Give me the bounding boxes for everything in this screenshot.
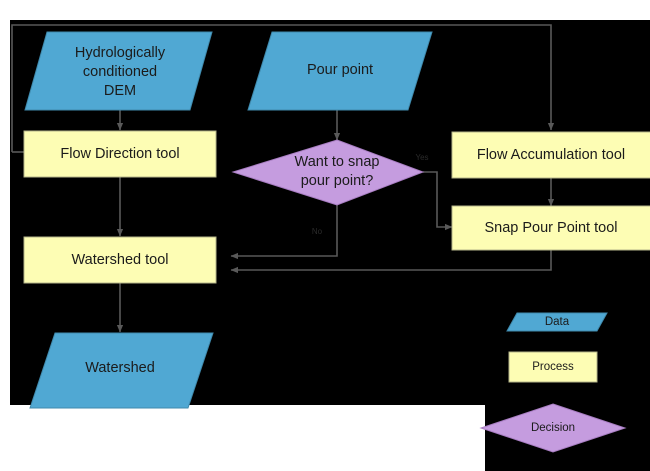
- legend-decision-shape: [479, 403, 627, 453]
- node-flow-accumulation-shape[interactable]: [451, 131, 650, 179]
- node-dem-label: Hydrologically conditioned DEM: [74, 44, 166, 99]
- node-flow-accumulation-label: Flow Accumulation tool: [476, 146, 626, 163]
- edge-label-yes: Yes: [415, 152, 429, 162]
- edge-dem-rail: [11, 24, 555, 152]
- node-decision-label: Want to snap pour point?: [294, 154, 380, 189]
- legend-process-label: Process: [532, 361, 574, 373]
- edge-decision-yes-to-snap: [423, 171, 453, 231]
- edge-label-no: No: [311, 226, 323, 236]
- node-flow-direction-shape[interactable]: [23, 130, 217, 178]
- node-pour-point-shape[interactable]: [247, 31, 433, 111]
- node-watershed-label: Watershed: [85, 359, 155, 376]
- legend-data-shape: [506, 312, 608, 332]
- node-decision-shape[interactable]: [231, 139, 425, 206]
- legend-process-shape: [508, 351, 598, 383]
- node-pour-point-label: Pour point: [306, 61, 374, 78]
- node-dem-shape[interactable]: [24, 31, 213, 111]
- legend-decision-label: Decision: [530, 422, 576, 434]
- node-snap-pour-point-shape[interactable]: [451, 205, 650, 251]
- node-watershed-shape[interactable]: [29, 332, 214, 409]
- edge-snap-to-watershed-tool: [230, 250, 552, 274]
- node-watershed-tool-label: Watershed tool: [71, 251, 169, 268]
- edge-decision-no-to-watershed-tool: [230, 205, 338, 260]
- node-flow-direction-label: Flow Direction tool: [60, 145, 180, 162]
- node-watershed-tool-shape[interactable]: [23, 236, 217, 284]
- node-snap-pour-point-label: Snap Pour Point tool: [484, 219, 618, 236]
- legend-data-label: Data: [544, 316, 570, 328]
